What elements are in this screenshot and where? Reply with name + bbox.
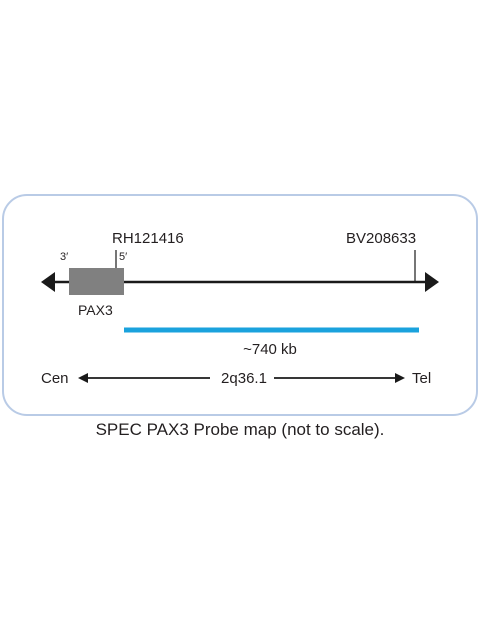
- pax3-gene-box: [69, 268, 124, 295]
- chromosome-left-arrowhead: [41, 272, 55, 292]
- diagram-caption: SPEC PAX3 Probe map (not to scale).: [95, 420, 385, 439]
- probe-right-label: BV208633: [346, 230, 416, 247]
- orientation-right-arrowhead: [395, 373, 405, 383]
- probe-size-label: ~740 kb: [243, 341, 297, 358]
- telomere-label: Tel: [412, 370, 431, 387]
- centromere-label: Cen: [41, 370, 69, 387]
- probe-left-label: RH121416: [112, 230, 184, 247]
- gene-label: PAX3: [78, 302, 113, 318]
- diagram-frame: [2, 194, 478, 416]
- band-label: 2q36.1: [221, 370, 267, 387]
- chromosome-right-arrowhead: [425, 272, 439, 292]
- strand-5prime-label: 5′: [119, 251, 127, 263]
- strand-3prime-label: 3′: [60, 251, 68, 263]
- orientation-left-arrowhead: [78, 373, 88, 383]
